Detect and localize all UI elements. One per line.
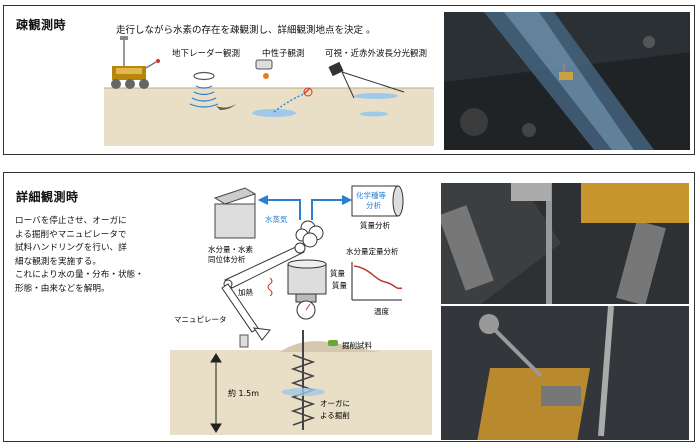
panel-sparse-observation: 疎観測時 走行しながら水素の存在を疎観測し、詳細観測地点を決定 。 地下レーダー…	[3, 5, 695, 155]
svg-text:質量: 質量	[332, 280, 347, 290]
svg-text:掘削試料: 掘削試料	[342, 340, 372, 350]
svg-text:よる掘削: よる掘削	[320, 410, 350, 420]
svg-text:化学種等: 化学種等	[356, 190, 386, 200]
rover-small	[559, 72, 573, 80]
detailed-observation-illustration: 水分量・水素 同位体分析 水蒸気 化学種等 分析 質量分析 水分量定量分析 質量…	[170, 180, 440, 440]
svg-text:オーガに: オーガに	[320, 398, 350, 408]
crucible-icon	[288, 260, 326, 294]
sample-capsule-icon	[328, 340, 338, 346]
description-line: 細な観測を実施する。	[15, 256, 175, 270]
svg-text:マニュピレータ: マニュピレータ	[174, 315, 227, 324]
description-line: ローバを停止させ、オーガに	[15, 215, 175, 229]
svg-text:加熱: 加熱	[238, 287, 253, 297]
description-line: 試料ハンドリングを行い、詳	[15, 242, 175, 256]
rover-top-photo	[441, 306, 689, 440]
svg-text:同位体分析: 同位体分析	[208, 254, 246, 264]
svg-text:水蒸気: 水蒸気	[265, 214, 288, 224]
description-line: よる掘削やマニュピレータで	[15, 229, 175, 243]
description-line: これにより水の量・分布・状態・	[15, 269, 175, 283]
sparse-observation-illustration	[4, 6, 444, 156]
svg-text:約 1.5m: 約 1.5m	[228, 388, 259, 398]
scale-icon	[296, 294, 316, 319]
svg-text:温度: 温度	[374, 306, 389, 316]
water-analysis-box-icon	[215, 188, 255, 238]
mass-temperature-graph	[352, 262, 402, 300]
rover-traverse-photo	[444, 12, 690, 150]
svg-text:分析: 分析	[366, 200, 381, 210]
description-line: 形態・由来などを解明。	[15, 283, 175, 297]
rover-closeup-photo	[441, 183, 689, 304]
rover-icon	[111, 36, 160, 89]
heater-coil-icon	[268, 278, 272, 296]
description-text: ローバを停止させ、オーガに よる掘削やマニュピレータで 試料ハンドリングを行い、…	[15, 215, 175, 296]
svg-text:水分量定量分析: 水分量定量分析	[346, 246, 399, 256]
panel-title: 詳細観測時	[16, 188, 79, 205]
svg-text:質量: 質量	[330, 268, 345, 278]
svg-text:水分量・水素: 水分量・水素	[208, 244, 253, 254]
svg-text:質量分析: 質量分析	[360, 220, 390, 230]
sample-cup-icon	[240, 335, 248, 347]
auger-rod	[546, 183, 552, 304]
